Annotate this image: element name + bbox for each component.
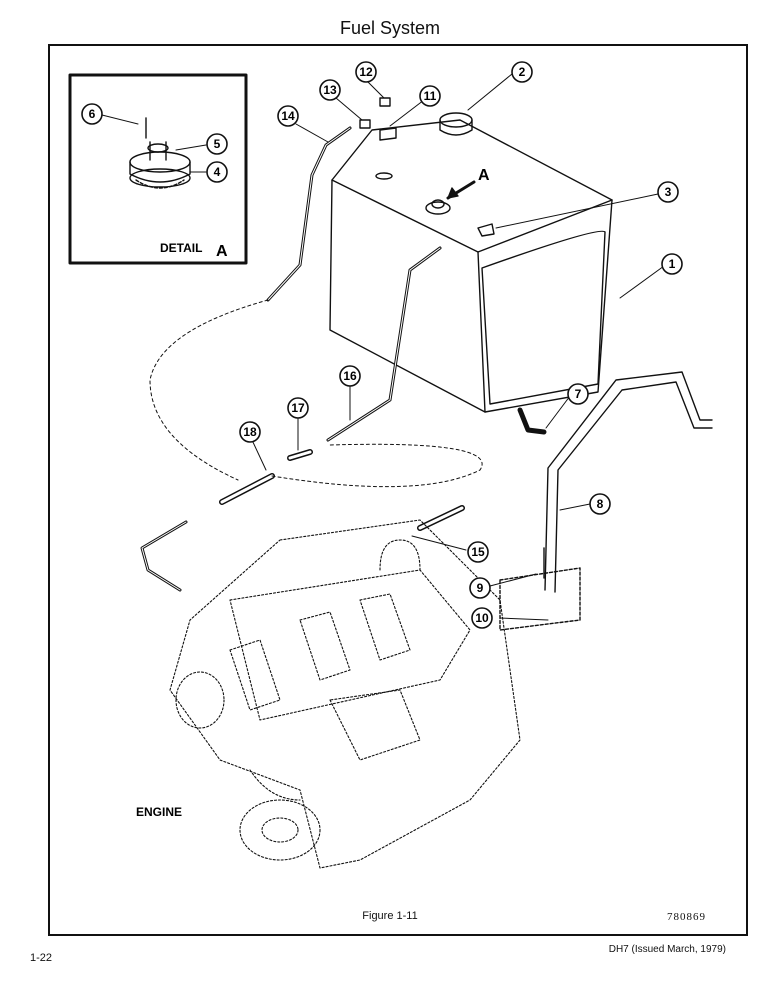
fuel-line-16 [326, 246, 442, 442]
figure-frame [48, 44, 748, 936]
svg-text:2: 2 [519, 65, 526, 79]
page-title: Fuel System [339, 18, 441, 38]
svg-text:13: 13 [323, 83, 337, 97]
fuel-line-18 [140, 449, 465, 592]
engine-drawing [169, 519, 521, 869]
fuel-line-14 [266, 126, 352, 302]
callout-10: 10 [471, 607, 493, 629]
callout-2: 2 [511, 61, 533, 83]
callout-14: 14 [277, 105, 299, 127]
svg-text:10: 10 [475, 611, 489, 625]
callout-6: 6 [81, 103, 103, 125]
svg-text:8: 8 [597, 497, 604, 511]
tank-strap-drawing [499, 371, 713, 631]
svg-text:6: 6 [89, 107, 96, 121]
fuel-routing-dashed [149, 299, 483, 488]
leader-lines [101, 73, 665, 621]
page-number: 1-22 [30, 952, 53, 964]
callout-11: 11 [419, 85, 441, 107]
callout-17: 17 [287, 397, 309, 419]
view-a-arrowhead [447, 187, 459, 199]
figure-caption: Figure 1-11 [362, 910, 418, 922]
detail-a-box [68, 73, 248, 265]
tank-view-letter: A [478, 167, 490, 184]
callout-13: 13 [319, 79, 341, 101]
svg-text:7: 7 [575, 387, 582, 401]
issue-note: DH7 (Issued March, 1979) [608, 944, 726, 955]
svg-text:1: 1 [669, 257, 676, 271]
svg-text:9: 9 [477, 581, 484, 595]
callout-5: 5 [206, 133, 228, 155]
svg-text:12: 12 [359, 65, 373, 79]
callout-8: 8 [589, 493, 611, 515]
fuel-tank-drawing [329, 112, 613, 413]
svg-text:4: 4 [214, 165, 221, 179]
callout-9: 9 [469, 577, 491, 599]
detail-a-vent-cap-drawing [129, 117, 191, 189]
callout-4: 4 [206, 161, 228, 183]
callout-3: 3 [657, 181, 679, 203]
callout-1: 1 [661, 253, 683, 275]
svg-text:16: 16 [343, 369, 357, 383]
detail-letter: A [216, 243, 228, 260]
figure-number: 780869 [667, 911, 706, 923]
svg-text:5: 5 [214, 137, 221, 151]
svg-text:3: 3 [665, 185, 672, 199]
svg-text:18: 18 [243, 425, 257, 439]
svg-text:14: 14 [281, 109, 295, 123]
callout-12: 12 [355, 61, 377, 83]
detail-label: DETAIL [160, 241, 202, 255]
callout-15: 15 [467, 541, 489, 563]
fittings-drawing [359, 97, 397, 141]
svg-text:15: 15 [471, 545, 485, 559]
callout-16: 16 [339, 365, 361, 387]
callout-18: 18 [239, 421, 261, 443]
svg-text:11: 11 [424, 89, 437, 103]
svg-text:17: 17 [291, 401, 305, 415]
callout-7: 7 [567, 383, 589, 405]
engine-label: ENGINE [136, 805, 182, 819]
